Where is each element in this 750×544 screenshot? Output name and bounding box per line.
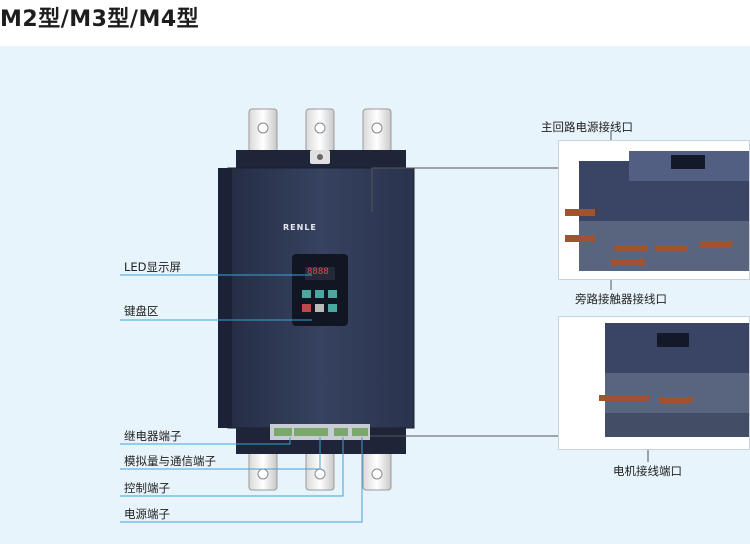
- terminal-strip: [274, 428, 368, 436]
- label-power-terminal: 电源端子: [124, 507, 170, 521]
- bottom-busbars: [248, 451, 392, 491]
- brand-logo: RENLE: [283, 223, 317, 232]
- top-busbars: [248, 108, 392, 156]
- label-motor-terminal: 电机接线端口: [613, 464, 682, 478]
- photo-bottom-terminals-illustration: [599, 323, 749, 437]
- label-relay-terminal: 继电器端子: [124, 429, 182, 443]
- photo-bottom-terminals: [558, 316, 750, 450]
- label-keypad: 键盘区: [124, 304, 159, 318]
- label-main-circuit-terminal: 主回路电源接线口: [541, 120, 633, 134]
- photo-top-terminals-illustration: [565, 151, 749, 271]
- label-control-terminal: 控制端子: [124, 481, 170, 495]
- label-bypass-contactor-terminal: 旁路接触器接线口: [575, 292, 667, 306]
- label-led-display: LED显示屏: [124, 260, 182, 274]
- led-readout: 8888: [307, 267, 329, 277]
- photo-connectors: [370, 167, 558, 437]
- page-title: M2型/M3型/M4型: [0, 7, 200, 32]
- control-panel: [292, 254, 348, 326]
- label-analog-comm-terminal: 模拟量与通信端子: [124, 454, 216, 468]
- photo-top-terminals: [558, 140, 750, 280]
- leader-lines: [120, 274, 363, 523]
